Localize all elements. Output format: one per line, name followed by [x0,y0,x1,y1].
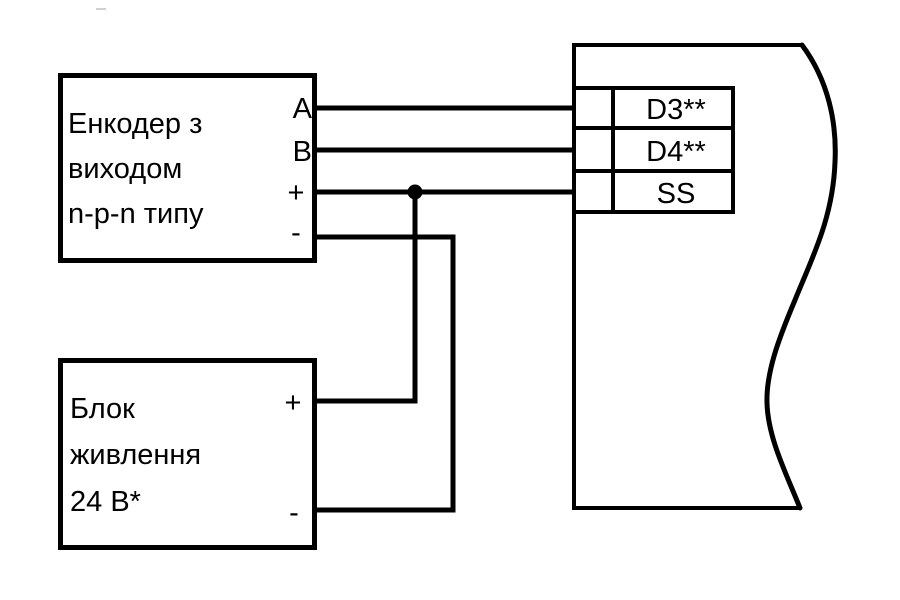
power-supply-label-line-1: Блок [70,393,135,425]
encoder-terminal-minus-label: - [291,217,301,249]
junction-dot [407,184,423,200]
encoder-label-line-1: Енкодер з [68,108,202,140]
controller-box [572,43,802,510]
controller-terminal-d4-label: D4** [646,136,706,168]
encoder-terminal-a-label: A [293,93,313,125]
power-supply-box [58,358,317,550]
controller-terminal-ss-label: SS [657,178,696,210]
power-supply-label-line-3: 24 В* [70,486,141,518]
encoder-terminal-plus-label: + [288,177,305,209]
wire-minus [317,234,456,513]
controller-torn-edge [764,42,838,511]
controller-terminal-d3-label: D3** [646,94,706,126]
encoder-terminal-b-label: B [293,136,312,168]
power-supply-terminal-plus-label: + [285,387,302,419]
encoder-label-line-3: n-p-n типу [68,198,204,230]
terminal-block [574,86,735,214]
encoder-box [58,73,317,263]
stray-scan-mark [96,8,106,10]
encoder-label-line-2: виходом [68,153,182,185]
power-supply-terminal-minus-label: - [289,497,299,529]
wire-supply-plus [317,193,418,404]
power-supply-label-line-2: живлення [70,439,201,471]
